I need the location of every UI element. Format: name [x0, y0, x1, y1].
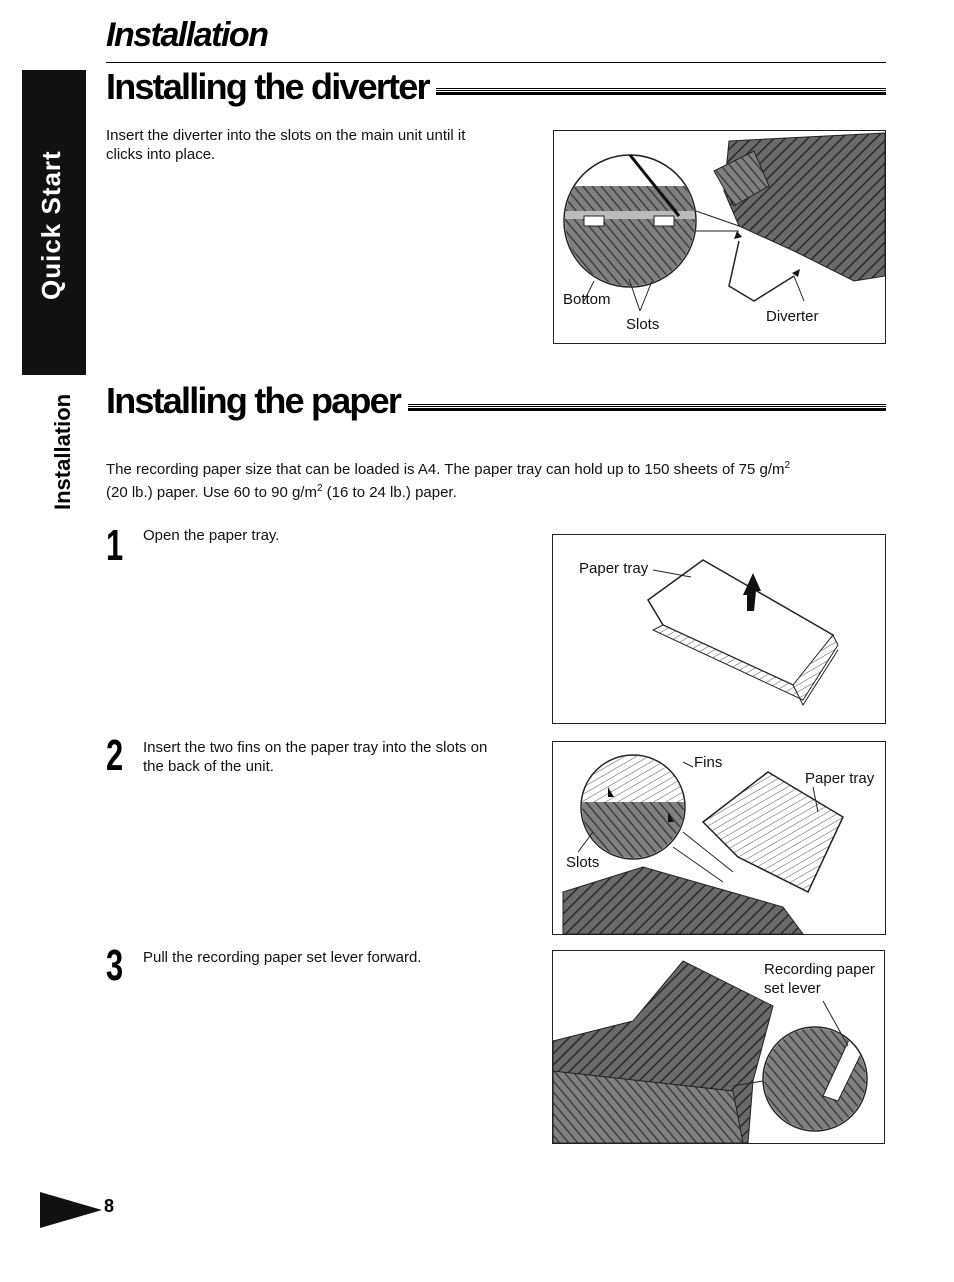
- label-paper-tray-2: Paper tray: [805, 770, 875, 787]
- sidebar-tab-label: Quick Start: [36, 150, 66, 300]
- step-3-figure: Recording paper set lever: [552, 950, 885, 1144]
- diverter-instruction: Insert the diverter into the slots on th…: [106, 127, 466, 163]
- label-lever-line1: Recording paper: [764, 961, 875, 978]
- paper-tray-fins-illustration: [562, 754, 844, 934]
- diverter-heading: Installing the diverter: [106, 66, 430, 107]
- header-rule: [106, 62, 886, 63]
- paper-tray-open-illustration: [647, 559, 839, 707]
- section-title: Installation: [106, 16, 269, 54]
- paper-heading: Installing the paper: [106, 380, 402, 421]
- label-bottom: Bottom: [563, 291, 611, 308]
- paper-heading-rule: [408, 404, 886, 413]
- diverter-figure: Bottom Slots Diverter: [553, 130, 886, 344]
- step-1-figure: Paper tray: [552, 534, 886, 724]
- diverter-heading-rule: [436, 88, 886, 97]
- label-diverter: Diverter: [766, 308, 819, 325]
- label-slots: Slots: [626, 316, 660, 333]
- step-2-figure: Fins Paper tray Slots: [552, 741, 886, 935]
- step-2-number: 2: [106, 731, 124, 780]
- step-3-number: 3: [106, 941, 124, 990]
- step-1-number: 1: [106, 521, 124, 570]
- paper-lever-illustration: [553, 960, 868, 1143]
- sidebar-section-label: Installation: [50, 393, 75, 510]
- page-tab-shape: [40, 1192, 102, 1228]
- sidebar-tab-quick-start[interactable]: Quick Start: [22, 70, 86, 375]
- step-3-text: Pull the recording paper set lever forwa…: [143, 949, 422, 966]
- step-2-text: Insert the two fins on the paper tray in…: [143, 739, 488, 775]
- label-paper-tray: Paper tray: [579, 560, 649, 577]
- page-number: 8: [104, 1196, 115, 1216]
- paper-intro: The recording paper size that can be loa…: [106, 460, 791, 501]
- diverter-illustration: [563, 132, 885, 312]
- label-lever-line2: set lever: [764, 980, 821, 997]
- label-slots-2: Slots: [566, 854, 600, 871]
- label-fins: Fins: [694, 754, 723, 771]
- step-1-text: Open the paper tray.: [143, 527, 280, 544]
